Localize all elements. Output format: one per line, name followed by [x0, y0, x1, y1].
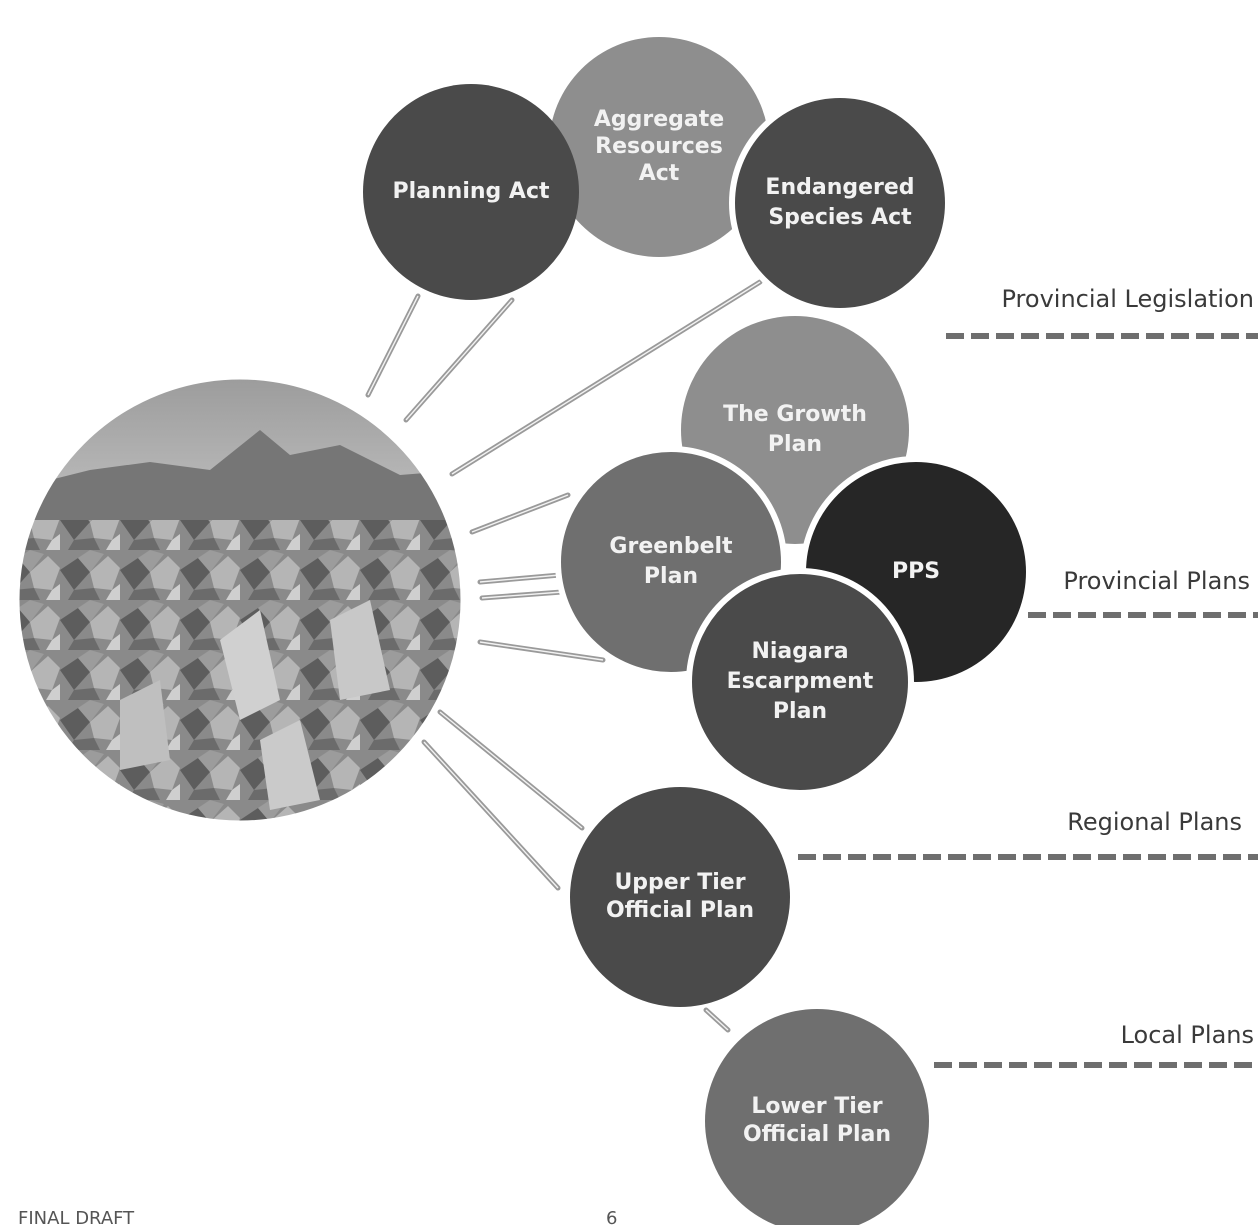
circle-growth-plan-label-line-1: The Growth	[723, 402, 867, 427]
circle-aggregate-resources-act-label-line-3: Act	[639, 161, 680, 186]
circle-endangered-species-act-label-line-1: Endangered	[765, 175, 914, 200]
circle-lower-tier-official-plan-label-line-2: Official Plan	[743, 1122, 891, 1147]
circle-endangered-species-act-label-line-2: Species Act	[768, 205, 912, 230]
connector-growth-plan	[469, 492, 571, 535]
circle-niagara-escarpment-plan-label-line-2: Escarpment	[727, 669, 874, 694]
circle-lower-tier-official-plan-label-line-1: Lower Tier	[751, 1094, 882, 1119]
circle-upper-tier-official-plan-label-line-1: Upper Tier	[614, 870, 745, 895]
circle-lower-tier-official-plan-shape	[705, 1009, 929, 1225]
footer-page-number: 6	[606, 1208, 617, 1225]
tier-label-local-plans: Local Plans	[1121, 1021, 1254, 1049]
circle-planning-act-shape	[363, 84, 579, 300]
connector-planning-act	[365, 293, 421, 398]
circle-aggregate-resources-act-label-line-2: Resources	[595, 134, 723, 159]
circle-growth-plan-label-line-2: Plan	[768, 432, 822, 457]
circle-planning-act-label-line-1: Planning Act	[392, 179, 550, 204]
connector-pps	[479, 589, 565, 601]
tier-label-provincial-plans: Provincial Plans	[1063, 567, 1250, 595]
circle-endangered-species-act-shape	[729, 92, 951, 314]
connector-upper-tier-2	[421, 739, 561, 891]
connector-aggregate-resources-act	[403, 297, 515, 423]
tier-label-provincial-legislation: Provincial Legislation	[1002, 285, 1255, 313]
circle-niagara-escarpment-plan-shape	[686, 568, 914, 796]
connector-upper-tier-1	[437, 709, 585, 831]
connector-endangered-species-act	[449, 279, 763, 477]
circle-niagara-escarpment-plan-label-line-3: Plan	[773, 699, 827, 724]
circle-upper-tier-official-plan-shape	[570, 787, 790, 1007]
connector-lines	[365, 279, 763, 1033]
circle-aggregate-resources-act-shape	[549, 37, 769, 257]
circle-greenbelt-plan-label-line-2: Plan	[644, 564, 698, 589]
circle-planning-act: Planning Act	[363, 84, 579, 300]
tier-label-regional-plans: Regional Plans	[1067, 808, 1242, 836]
circle-greenbelt-plan-label-line-1: Greenbelt	[609, 534, 733, 559]
circle-pps-label-line-1: PPS	[892, 559, 940, 584]
footer-draft-label: FINAL DRAFT	[18, 1208, 135, 1225]
circle-upper-tier-official-plan-label-line-2: Official Plan	[606, 898, 754, 923]
central-photo	[16, 376, 464, 824]
connector-greenbelt-plan	[477, 572, 563, 585]
circle-aggregate-resources-act-label-line-1: Aggregate	[594, 107, 724, 132]
connector-niagara-escarpment-plan	[477, 639, 606, 663]
connector-lower-tier	[703, 1007, 731, 1033]
circle-niagara-escarpment-plan-label-line-1: Niagara	[751, 639, 848, 664]
tier-labels: Provincial Legislation Provincial Plans …	[798, 285, 1258, 1068]
footer: FINAL DRAFT 6	[18, 1208, 617, 1225]
